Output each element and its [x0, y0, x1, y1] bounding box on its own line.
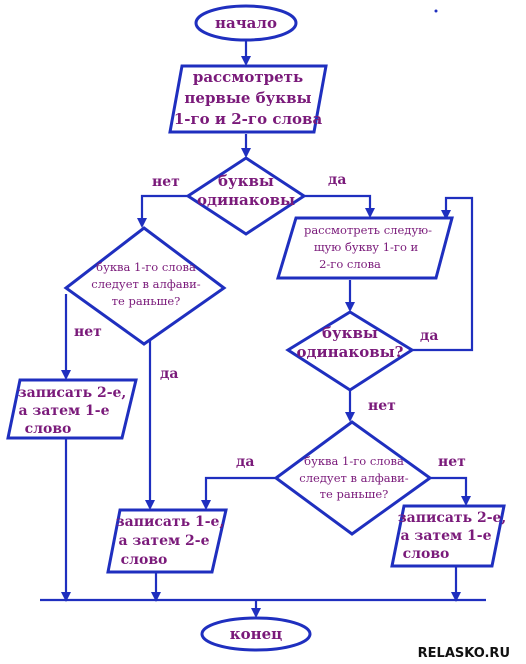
cond2-line-2: следует в алфави- — [91, 277, 201, 291]
decision-next-letters-equal: буквы одинаковы? — [285, 310, 415, 392]
step1-line-3: 1-го и 2-го слова — [174, 110, 323, 128]
cond1-no-label: нет — [152, 174, 180, 190]
write12-line-1: записать 1-е, — [116, 514, 225, 530]
cond1-yes-label: да — [328, 172, 346, 188]
output-second-then-first-right: записать 2-е, а затем 1-е слово — [390, 504, 507, 568]
cond2-no-label: нет — [74, 324, 102, 340]
cond3-yes-label: да — [420, 328, 438, 344]
cond2-line-3: те раньше? — [112, 294, 181, 308]
write21-left-line-1: записать 2-е, — [18, 385, 127, 401]
cond1-line-2: одинаковы — [197, 191, 295, 209]
decision-letters-equal: буквы одинаковы — [185, 156, 307, 236]
write12-line-2: а затем 2-е — [118, 533, 209, 549]
cond4-yes-label: да — [236, 454, 254, 470]
step-consider-first-letters: рассмотреть первые буквы 1-го и 2-го сло… — [168, 64, 328, 134]
cond3-line-1: буквы — [322, 324, 378, 342]
write21-right-line-1: записать 2-е, — [398, 510, 507, 526]
step-consider-next-letter: рассмотреть следую- щую букву 1-го и 2-г… — [275, 216, 454, 280]
cond4-line-2: следует в алфави- — [299, 471, 409, 485]
write21-right-line-3: слово — [403, 546, 450, 562]
end-terminator: конец — [200, 616, 312, 652]
start-label: начало — [215, 14, 277, 32]
end-label: конец — [230, 625, 282, 643]
decision-first-word-earlier-left: буква 1-го слова следует в алфави- те ра… — [63, 226, 227, 346]
step1-line-2: первые буквы — [184, 89, 311, 107]
output-second-then-first-left: записать 2-е, а затем 1-е слово — [6, 378, 138, 440]
cond2-line-1: буква 1-го слова — [96, 260, 196, 274]
cond3-line-2: одинаковы? — [297, 343, 404, 361]
write12-line-3: слово — [121, 552, 168, 568]
cond3-no-label: нет — [368, 398, 396, 414]
step1-line-1: рассмотреть — [193, 68, 303, 86]
start-terminator: начало — [194, 4, 298, 42]
cond2-yes-label: да — [160, 366, 178, 382]
connectors — [40, 40, 486, 618]
cond1-line-1: буквы — [218, 172, 274, 190]
cond4-line-1: буква 1-го слова — [304, 454, 404, 468]
decision-first-word-earlier-right: буква 1-го слова следует в алфави- те ра… — [273, 420, 433, 536]
write21-right-line-2: а затем 1-е — [400, 528, 491, 544]
cond4-no-label: нет — [438, 454, 466, 470]
stray-dot — [434, 9, 438, 13]
cond4-line-3: те раньше? — [320, 487, 389, 501]
watermark: RELASKO.RU — [418, 646, 510, 661]
write21-left-line-3: слово — [25, 421, 72, 437]
write21-left-line-2: а затем 1-е — [18, 403, 109, 419]
step-next-line-3: 2-го слова — [319, 257, 381, 271]
step-next-line-2: щую букву 1-го и — [314, 240, 419, 254]
step-next-line-1: рассмотреть следую- — [304, 223, 432, 237]
output-first-then-second: записать 1-е, а затем 2-е слово — [106, 508, 228, 574]
